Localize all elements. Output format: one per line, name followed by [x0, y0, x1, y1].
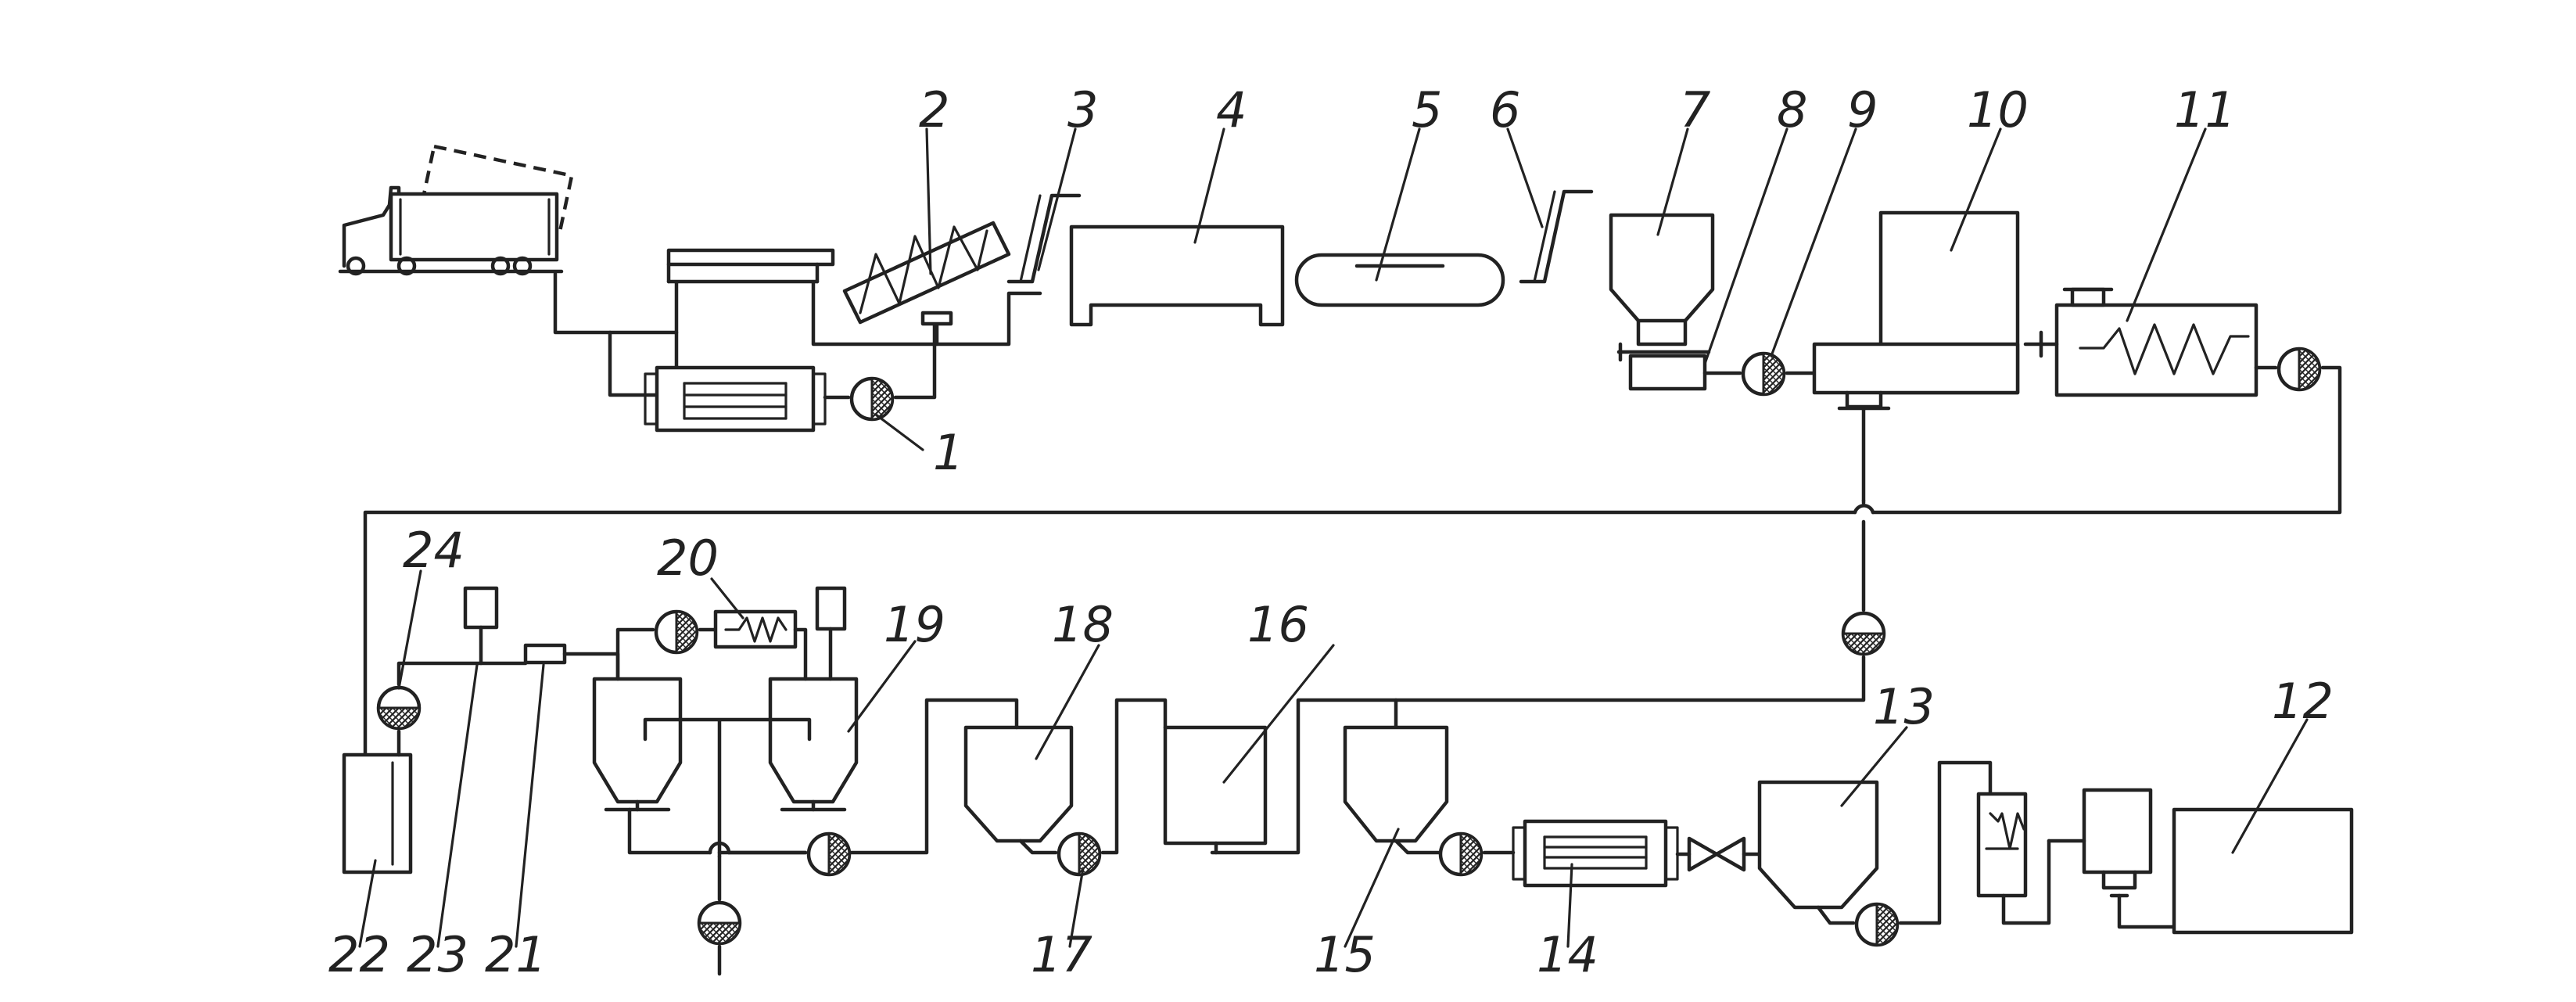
sensor-box	[920, 311, 953, 326]
label-4: 4	[1216, 81, 1247, 138]
label-18: 18	[1052, 596, 1114, 653]
label-9: 9	[1847, 81, 1878, 138]
filling-unit	[2082, 788, 2153, 898]
label-19: 19	[884, 596, 945, 653]
hopper-7	[1609, 213, 1715, 347]
pump-20-icon	[656, 612, 697, 652]
label-10: 10	[1967, 81, 2029, 138]
pump-bottom-icon	[699, 903, 740, 943]
hopper-13	[1757, 780, 1879, 910]
screw-conveyor-2	[842, 221, 1011, 325]
chute-3	[1006, 193, 1082, 284]
hopper-15	[1343, 725, 1449, 843]
leader-21	[515, 663, 545, 948]
label-12: 12	[2272, 673, 2334, 730]
tank-16	[1163, 725, 1268, 846]
label-17: 17	[1031, 926, 1092, 983]
label-11: 11	[2174, 81, 2236, 138]
label-8: 8	[1777, 81, 1807, 138]
label-6: 6	[1490, 81, 1520, 138]
pump-17-icon	[1059, 834, 1100, 875]
label-20: 20	[657, 530, 719, 587]
pump-left-icon	[809, 834, 849, 875]
pump-vertical-icon	[1843, 613, 1884, 654]
label-1: 1	[933, 424, 963, 481]
indicator-20b	[815, 586, 847, 631]
washing-drum	[644, 365, 827, 433]
label-5: 5	[1412, 81, 1442, 138]
heat-exchanger	[1976, 792, 2028, 898]
leader-23	[436, 663, 479, 948]
label-2: 2	[919, 81, 949, 138]
dump-truck-icon	[338, 144, 574, 276]
label-15: 15	[1314, 926, 1376, 983]
pump-13-icon	[1857, 904, 1897, 945]
pump-11-out-icon	[2279, 349, 2319, 390]
label-16: 16	[1247, 596, 1309, 653]
bath-4	[1069, 224, 1285, 327]
label-24: 24	[403, 522, 465, 579]
label-21: 21	[485, 926, 547, 983]
valve-icon	[1687, 836, 1746, 872]
tank-10	[1812, 210, 2020, 411]
reactor-left	[592, 677, 683, 812]
reactor-19	[768, 677, 859, 812]
dispenser-8	[1616, 342, 1711, 391]
pump-1-icon	[852, 379, 892, 419]
label-14: 14	[1537, 926, 1598, 983]
filter-14	[1512, 819, 1679, 888]
label-13: 13	[1873, 678, 1935, 735]
indicator-23	[463, 586, 499, 630]
hopper-18	[963, 725, 1074, 843]
leader-lines	[358, 127, 2309, 948]
label-23: 23	[407, 926, 468, 983]
label-22: 22	[328, 926, 390, 983]
heater-20	[713, 609, 798, 649]
heater-11	[2023, 287, 2258, 397]
pump-15-icon	[1440, 834, 1481, 875]
label-7: 7	[1680, 81, 1710, 138]
storage-12	[2172, 807, 2354, 935]
collector-22	[342, 752, 413, 875]
receiving-platform	[666, 248, 835, 284]
belt-conveyor-5	[1294, 253, 1505, 307]
pump-9-icon	[1743, 354, 1784, 394]
pump-24-icon	[379, 688, 419, 728]
chute-6	[1519, 189, 1594, 284]
element-21	[523, 643, 567, 665]
label-3: 3	[1067, 81, 1098, 138]
